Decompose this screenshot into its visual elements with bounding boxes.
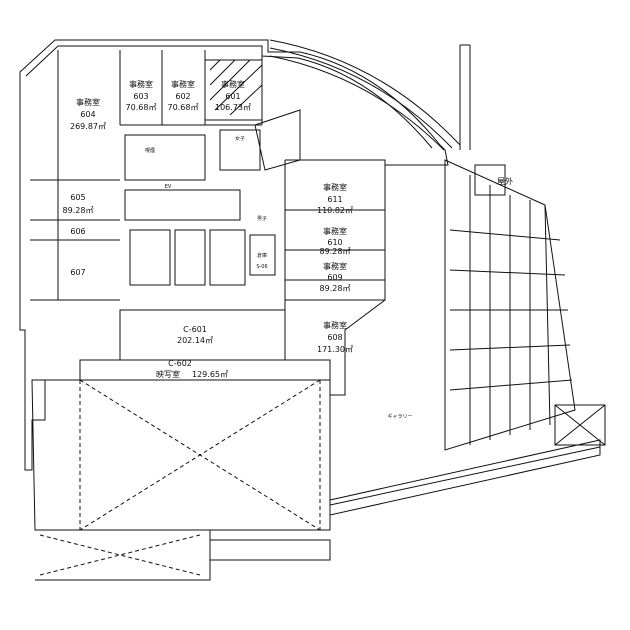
- ev-label: EV: [165, 184, 172, 190]
- room-c601-area: 202.14㎡: [177, 336, 213, 345]
- room-c601-no: C-601: [183, 325, 207, 334]
- storage-label: 倉庫: [257, 252, 267, 259]
- room-608-no: 608: [327, 333, 342, 342]
- room-609-no: 609: [327, 273, 342, 282]
- room-610-name: 事務室: [323, 226, 347, 236]
- room-603-no: 603: [133, 92, 148, 101]
- room-603-name: 事務室: [129, 79, 153, 89]
- room-604-no: 604: [80, 110, 95, 119]
- gallery-label: ギャラリー: [387, 414, 412, 420]
- outer-wall: [19, 39, 449, 471]
- room-603-area: 70.68㎡: [126, 103, 157, 112]
- atrium: [31, 379, 331, 531]
- room-604-area: 269.87㎡: [70, 122, 106, 131]
- room-602-no: 602: [175, 92, 190, 101]
- room-601-area: 106.73㎡: [215, 103, 251, 112]
- room-610-no: 610: [327, 238, 342, 247]
- storage-no: S-06: [256, 264, 267, 270]
- room-604-name: 事務室: [76, 97, 100, 107]
- room-611-area: 110.82㎡: [317, 206, 353, 215]
- rooftop-label: 屋外: [497, 176, 513, 186]
- room-608-area: 171.30㎡: [317, 345, 353, 354]
- smoking-label: 喫煙: [145, 147, 155, 154]
- room-606-no: 606: [70, 227, 85, 236]
- room-c602-area: 129.65㎡: [192, 370, 228, 379]
- gallery-arc: [269, 39, 461, 146]
- terrace: [444, 159, 576, 451]
- room-c602-no: C-602: [168, 359, 192, 368]
- room-c602-name: 映写室: [156, 369, 180, 379]
- walkway: [329, 439, 601, 516]
- room-609-name: 事務室: [323, 261, 347, 271]
- room-602-area: 70.68㎡: [168, 103, 199, 112]
- mens-label: 男子: [257, 215, 267, 222]
- room-605-area: 89.28㎡: [63, 206, 94, 215]
- room-610-area: 89.28㎡: [320, 247, 351, 256]
- room-601-no: 601: [225, 92, 240, 101]
- womens-label: 女子: [235, 135, 245, 142]
- room-608-name: 事務室: [323, 320, 347, 330]
- room-609-area: 89.28㎡: [320, 284, 351, 293]
- room-601-name: 事務室: [221, 79, 245, 89]
- room-602-name: 事務室: [171, 79, 195, 89]
- room-605-no: 605: [70, 193, 85, 202]
- room-611-name: 事務室: [323, 182, 347, 192]
- room-611-no: 611: [327, 195, 342, 204]
- room-607-no: 607: [70, 268, 85, 277]
